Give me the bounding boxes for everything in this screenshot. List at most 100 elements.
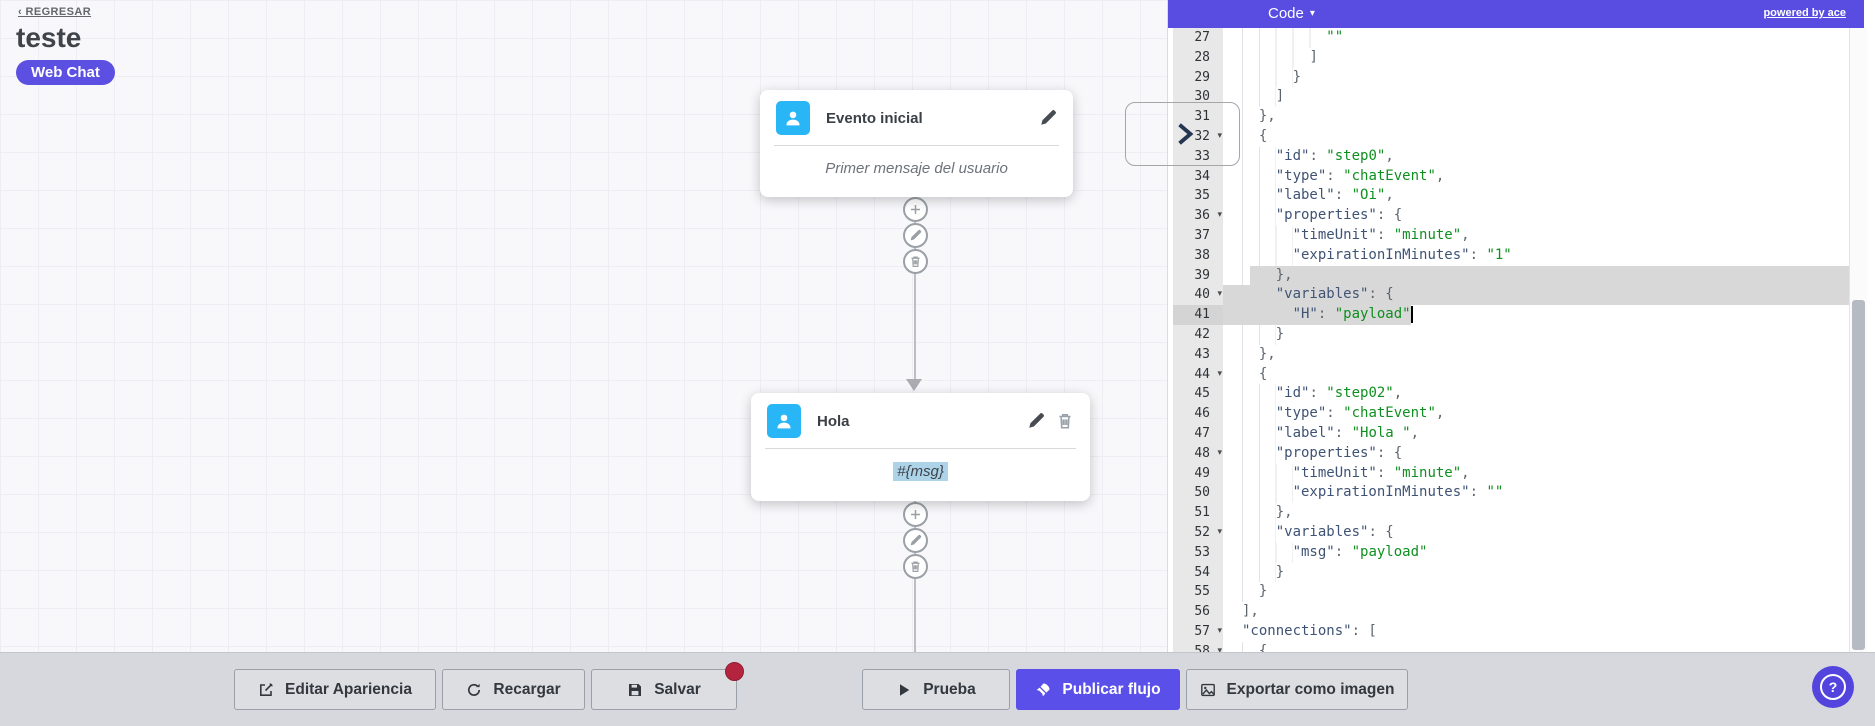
add-step-button[interactable] bbox=[903, 502, 928, 527]
gutter-line-number: 48▾ bbox=[1173, 444, 1223, 464]
fold-toggle-icon[interactable]: ▾ bbox=[1217, 210, 1222, 221]
collapse-code-panel-button[interactable] bbox=[1125, 102, 1240, 166]
code-line: "msg": "payload" bbox=[1223, 542, 1849, 563]
gutter-line-number: 28 bbox=[1194, 49, 1210, 65]
code-line: } bbox=[1223, 67, 1849, 88]
gutter-line-number: 50 bbox=[1194, 485, 1210, 501]
code-line: "properties": { bbox=[1223, 206, 1849, 226]
code-line: ] bbox=[1223, 47, 1849, 68]
node-evento-inicial[interactable]: Evento inicial Primer mensaje del usuari… bbox=[760, 90, 1073, 197]
editar-apariencia-button[interactable]: Editar Apariencia bbox=[234, 669, 436, 710]
gutter-line-number: 51 bbox=[1194, 505, 1210, 521]
chevron-down-icon: ▾ bbox=[1309, 8, 1315, 19]
flow-canvas[interactable]: ‹ REGRESAR teste Web Chat Evento inicial… bbox=[0, 0, 1167, 652]
question-mark-icon: ? bbox=[1820, 674, 1846, 700]
code-line: "label": "Oi", bbox=[1223, 186, 1849, 207]
recargar-button[interactable]: Recargar bbox=[442, 669, 585, 710]
code-line: }, bbox=[1223, 503, 1849, 523]
node-hola[interactable]: Hola #{msg} bbox=[751, 393, 1090, 501]
code-line: }, bbox=[1223, 265, 1849, 286]
user-icon bbox=[767, 404, 801, 438]
code-line: "H": "payload" bbox=[1223, 305, 1849, 325]
gutter-line-number: 37 bbox=[1194, 227, 1210, 243]
code-line: "id": "step02", bbox=[1223, 384, 1849, 405]
code-line: ], bbox=[1242, 603, 1259, 620]
exportar-como-imagen-button[interactable]: Exportar como imagen bbox=[1186, 669, 1408, 710]
fold-toggle-icon[interactable]: ▾ bbox=[1217, 130, 1222, 141]
node-title: Hola bbox=[817, 412, 850, 430]
editor-mode-dropdown[interactable]: Code▾ bbox=[1268, 5, 1315, 22]
code-line: "connections": [ bbox=[1242, 622, 1377, 639]
code-line: "variables": { bbox=[1223, 522, 1849, 543]
salvar-button[interactable]: Salvar bbox=[591, 662, 744, 710]
editor-scrollbar-track[interactable] bbox=[1849, 28, 1867, 652]
trash-icon bbox=[911, 256, 920, 267]
gutter-line-number: 52▾ bbox=[1173, 523, 1223, 543]
editor-scrollbar-thumb[interactable] bbox=[1852, 300, 1865, 650]
edit-node-icon[interactable] bbox=[1027, 412, 1045, 430]
gutter-line-number: 47 bbox=[1194, 425, 1210, 441]
back-link[interactable]: ‹ REGRESAR bbox=[18, 6, 92, 18]
code-line: { bbox=[1223, 126, 1849, 147]
channel-badge: Web Chat bbox=[16, 60, 115, 85]
node-title: Evento inicial bbox=[826, 109, 923, 127]
code-line: "type": "chatEvent", bbox=[1223, 166, 1849, 187]
button-label: Prueba bbox=[923, 680, 976, 698]
delete-connection-button[interactable] bbox=[903, 249, 928, 274]
code-line: "timeUnit": "minute", bbox=[1223, 463, 1849, 484]
fold-toggle-icon[interactable]: ▾ bbox=[1217, 526, 1222, 537]
add-step-button[interactable] bbox=[903, 197, 928, 222]
code-line: } bbox=[1223, 562, 1849, 583]
node-divider bbox=[765, 448, 1076, 449]
node-body-text: Primer mensaje del usuario bbox=[825, 160, 1008, 177]
button-label: Recargar bbox=[493, 680, 561, 698]
edit-connection-button[interactable] bbox=[903, 528, 928, 553]
gutter-line-number: 34 bbox=[1194, 168, 1210, 184]
powered-by-ace-link[interactable]: powered by ace bbox=[1763, 7, 1846, 19]
save-icon bbox=[627, 682, 643, 698]
fold-toggle-icon[interactable]: ▾ bbox=[1217, 368, 1222, 379]
gutter-line-number: 43 bbox=[1194, 346, 1210, 362]
fold-toggle-icon[interactable]: ▾ bbox=[1217, 625, 1222, 636]
code-line: "expirationInMinutes": "" bbox=[1223, 483, 1849, 504]
gutter-line-number: 49 bbox=[1194, 465, 1210, 481]
fold-toggle-icon[interactable]: ▾ bbox=[1217, 447, 1222, 458]
unsaved-changes-badge bbox=[725, 662, 744, 681]
image-icon bbox=[1200, 682, 1216, 698]
gutter-line-number: 46 bbox=[1194, 406, 1210, 422]
edit-connection-button[interactable] bbox=[903, 223, 928, 248]
page-title: teste bbox=[16, 22, 82, 53]
text-cursor bbox=[1410, 306, 1413, 324]
pencil-icon bbox=[910, 229, 922, 241]
gutter-line-number: 54 bbox=[1194, 564, 1210, 580]
fold-toggle-icon[interactable]: ▾ bbox=[1217, 289, 1222, 300]
code-editor-content[interactable]: ""]}]},{"id": "step0","type": "chatEvent… bbox=[1223, 28, 1849, 652]
editor-header: Code▾ powered by ace bbox=[1168, 0, 1864, 28]
gutter-line-number: 45 bbox=[1194, 386, 1210, 402]
gutter-line-number: 55 bbox=[1194, 584, 1210, 600]
fold-toggle-icon[interactable]: ▾ bbox=[1217, 645, 1222, 652]
publicar-flujo-button[interactable]: Publicar flujo bbox=[1016, 669, 1180, 710]
gutter-line-number: 27 bbox=[1194, 30, 1210, 45]
code-line: "timeUnit": "minute", bbox=[1223, 225, 1849, 246]
gutter-line-number: 39 bbox=[1194, 267, 1210, 283]
chevron-right-icon bbox=[1178, 123, 1194, 145]
code-line: "properties": { bbox=[1223, 443, 1849, 464]
gutter-line-number: 53 bbox=[1194, 544, 1210, 560]
code-line: ] bbox=[1223, 87, 1849, 108]
help-button[interactable]: ? bbox=[1812, 666, 1854, 708]
plus-icon bbox=[911, 510, 920, 519]
prueba-button[interactable]: Prueba bbox=[862, 669, 1010, 710]
delete-node-icon[interactable] bbox=[1056, 412, 1074, 430]
edit-square-icon bbox=[258, 682, 274, 698]
button-label: Salvar bbox=[654, 680, 701, 698]
play-icon bbox=[896, 682, 912, 698]
edit-node-icon[interactable] bbox=[1039, 109, 1057, 127]
rocket-icon bbox=[1035, 682, 1051, 698]
delete-connection-button[interactable] bbox=[903, 554, 928, 579]
code-line: }, bbox=[1223, 107, 1849, 127]
gutter-line-number: 41 bbox=[1173, 305, 1223, 325]
